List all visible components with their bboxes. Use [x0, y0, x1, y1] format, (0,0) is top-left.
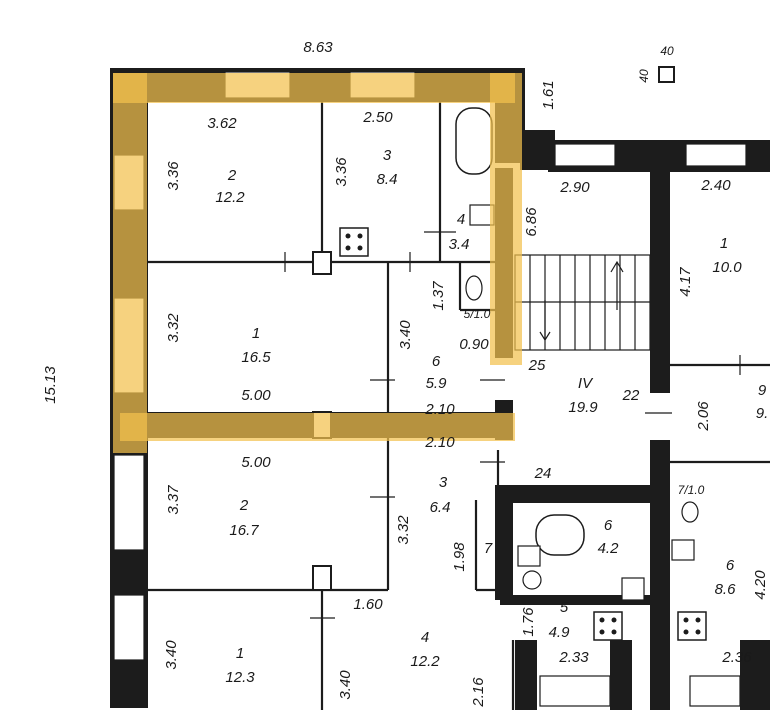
dim-label: 3.40: [397, 320, 414, 350]
dim-label: 3.40: [337, 670, 354, 700]
room-number: 6: [432, 353, 441, 370]
room-area: 8.4: [377, 171, 398, 188]
dim-label: 24: [534, 465, 552, 482]
room-area: 12.2: [215, 189, 245, 206]
dim-label: 1.76: [520, 607, 537, 637]
dim-label: 4.17: [677, 267, 694, 297]
dim-label: 2.90: [559, 179, 590, 196]
dim-label: 1.98: [451, 542, 468, 572]
dimension-ticks: [284, 231, 741, 619]
room-number: 4: [457, 211, 465, 228]
staircase: [514, 254, 651, 351]
dim-label: 4.20: [752, 570, 769, 600]
dim-label: 1.37: [430, 281, 447, 311]
room-area: 5.9: [426, 375, 448, 392]
dim-label: 2.16: [470, 677, 487, 708]
dim-label: 1.60: [353, 596, 383, 613]
room-number: 5: [560, 599, 569, 616]
room-area: 16.7: [229, 522, 259, 539]
room-area: 6.4: [430, 499, 451, 516]
dim-label: 2.40: [700, 177, 731, 194]
room-area: 16.5: [241, 349, 271, 366]
room-number: 1: [252, 325, 260, 342]
room-number: 7: [484, 540, 493, 557]
room-number: 2: [239, 497, 249, 514]
room-area: 12.3: [225, 669, 255, 686]
dim-label: 22: [622, 387, 640, 404]
dim-label: 1.61: [540, 80, 557, 109]
dim-label: 2.50: [362, 109, 393, 126]
room-area: 4.2: [598, 540, 620, 557]
dim-label: 9.: [756, 405, 769, 422]
dim-label: 3.32: [395, 515, 412, 545]
dim-label: 3.36: [333, 157, 350, 187]
dim-label: 3.37: [165, 485, 182, 515]
room-area: 10.0: [712, 259, 742, 276]
room-number: IV: [578, 375, 594, 392]
fixtures: [455, 107, 699, 601]
room-area: 8.6: [715, 581, 737, 598]
room-area: 3.4: [449, 236, 470, 253]
room-area: 12.2: [410, 653, 440, 670]
labels: 8.63 15.13 40 40 1.61 3.62 2.50 3.36 3.3…: [42, 39, 769, 708]
dim-label: 2.36: [721, 649, 752, 666]
room-number: 3: [383, 147, 392, 164]
marker-square: [658, 66, 675, 83]
dim-label: 2.10: [424, 401, 455, 418]
room-number: 1: [236, 645, 244, 662]
room-number: 1: [720, 235, 728, 252]
dim-label: 25: [528, 357, 546, 374]
dim-label: 2.33: [558, 649, 589, 666]
overall-width-label: 8.63: [303, 39, 333, 56]
dim-label: 2.06: [695, 401, 712, 432]
dim-label: 3.62: [207, 115, 237, 132]
dim-label: 5.00: [241, 387, 271, 404]
dim-label: 3.40: [163, 640, 180, 670]
room-number: 6: [726, 557, 735, 574]
room-number: 7/1.0: [678, 483, 705, 497]
highlighted-walls: [113, 73, 522, 453]
dim-label: 2.10: [424, 434, 455, 451]
room-number: 9: [758, 382, 767, 399]
room-number: 2: [227, 167, 237, 184]
room-number: 6: [604, 517, 613, 534]
room-number: 3: [439, 474, 448, 491]
partitions: [148, 102, 770, 710]
dim-label: 3.32: [165, 313, 182, 343]
dim-label: 5.00: [241, 454, 271, 471]
room-number: 4: [421, 629, 429, 646]
room-number: 5/1.0: [464, 307, 491, 321]
dim-label: 3.36: [165, 161, 182, 191]
marker-label-a: 40: [660, 44, 674, 58]
marker-label-b: 40: [637, 69, 651, 83]
dim-label: 6.86: [523, 207, 540, 237]
room-area: 4.9: [549, 624, 571, 641]
room-area: 19.9: [568, 399, 598, 416]
overall-height-label: 15.13: [42, 366, 59, 404]
dim-label: 0.90: [459, 336, 489, 353]
